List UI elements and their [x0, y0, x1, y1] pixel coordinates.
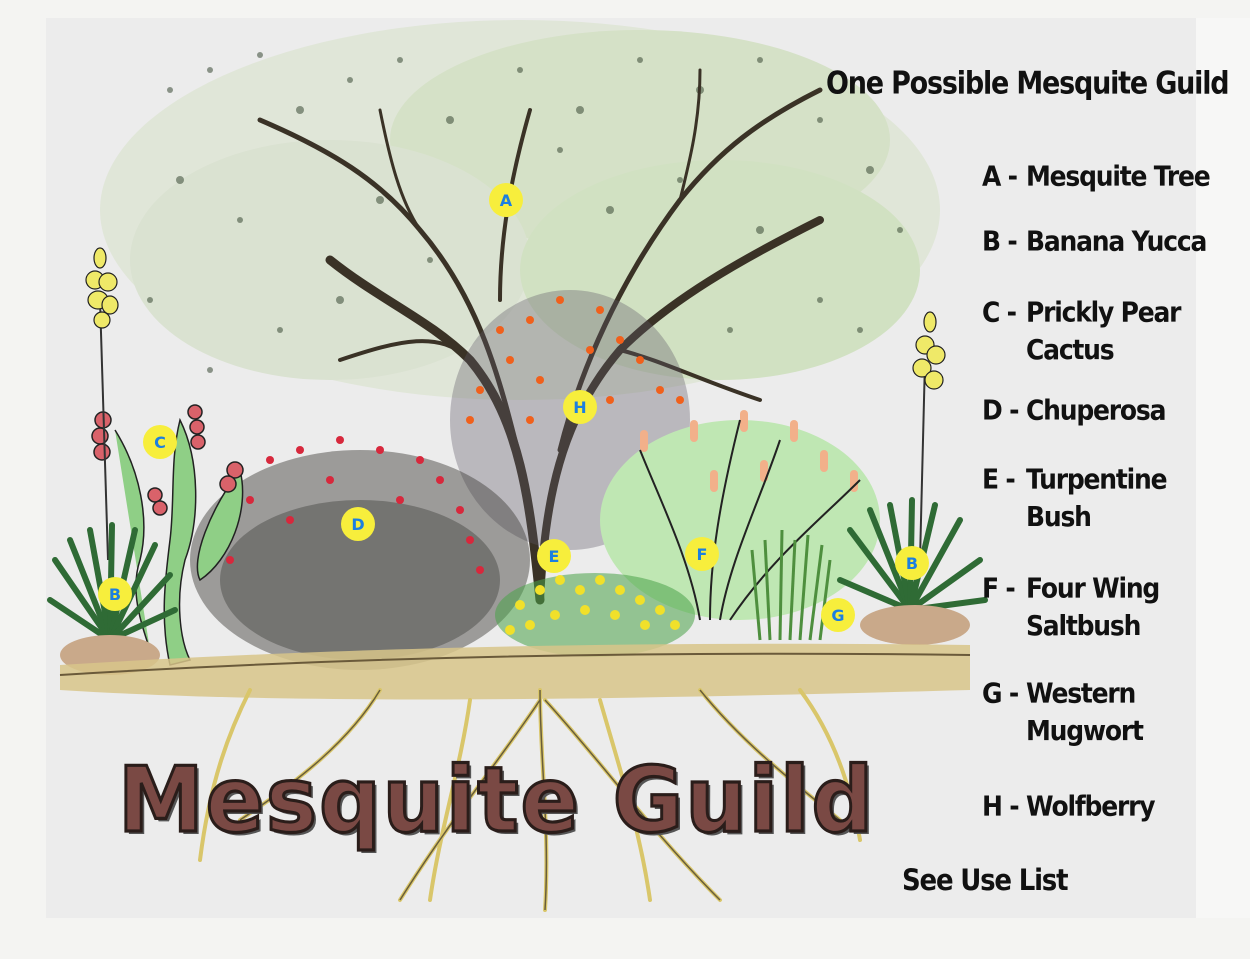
chuperosa-shrub: [190, 436, 530, 670]
legend-plant-name-cont: Mugwort: [1026, 714, 1144, 747]
legend-item-d: D -Chuperosa: [982, 392, 1166, 429]
legend-key: E -: [982, 463, 1016, 496]
marker-e-turpentine-bush[interactable]: E: [537, 539, 571, 573]
banana-yucca-right: [837, 311, 988, 645]
legend-plant-name-cont: Cactus: [1026, 333, 1115, 366]
legend-key: H -: [982, 790, 1020, 823]
legend-plant-name: Chuperosa: [1026, 394, 1166, 427]
legend-plant-name: Wolfberry: [1026, 790, 1156, 823]
legend-plant-name-cont: Saltbush: [1026, 609, 1141, 642]
legend-plant-name: Western: [1026, 677, 1136, 710]
legend-key: A -: [982, 160, 1018, 193]
legend-item-b: B -Banana Yucca: [982, 223, 1207, 260]
mesquite-trunk: [257, 68, 824, 605]
marker-a-mesquite-tree[interactable]: A: [489, 183, 523, 217]
turpentine-bush: [495, 573, 695, 657]
marker-b-banana-yucca-left[interactable]: B: [98, 577, 132, 611]
legend-item-e: E - Turpentine Bush: [982, 461, 1168, 536]
legend-plant-name: Banana Yucca: [1026, 225, 1207, 258]
root-detail: [239, 689, 841, 911]
mugwort-plant: [750, 529, 832, 641]
see-use-list-link[interactable]: See Use List: [902, 864, 1069, 898]
legend-item-g: G -Western Mugwort: [982, 675, 1144, 750]
legend-item-f: F - Four Wing Saltbush: [982, 570, 1160, 645]
marker-b-banana-yucca-right[interactable]: B: [895, 546, 929, 580]
paper-margin: [1196, 18, 1250, 918]
legend-item-a: A -Mesquite Tree: [982, 158, 1211, 195]
soil-line: [59, 643, 971, 700]
legend-plant-name: Four Wing: [1026, 572, 1160, 605]
banner-title: Mesquite Guild: [116, 746, 876, 854]
legend-key: B -: [982, 225, 1018, 258]
legend-key: D -: [982, 394, 1019, 427]
legend-plant-name: Mesquite Tree: [1026, 160, 1211, 193]
legend-plant-name-cont: Bush: [1026, 500, 1092, 533]
marker-f-four-wing-saltbush[interactable]: F: [685, 537, 719, 571]
legend-key: F -: [982, 572, 1016, 605]
legend-title: One Possible Mesquite Guild: [826, 66, 1230, 102]
marker-h-wolfberry[interactable]: H: [563, 390, 597, 424]
legend-plant-name: Turpentine: [1026, 463, 1168, 496]
legend-plant-name: Prickly Pear: [1026, 296, 1182, 329]
legend-key: G -: [982, 677, 1019, 710]
marker-c-prickly-pear[interactable]: C: [143, 425, 177, 459]
legend-item-h: H -Wolfberry: [982, 788, 1156, 825]
marker-g-western-mugwort[interactable]: G: [821, 598, 855, 632]
legend-key: C -: [982, 296, 1017, 329]
legend-item-c: C - Prickly Pear Cactus: [982, 294, 1182, 369]
marker-d-chuperosa[interactable]: D: [341, 507, 375, 541]
